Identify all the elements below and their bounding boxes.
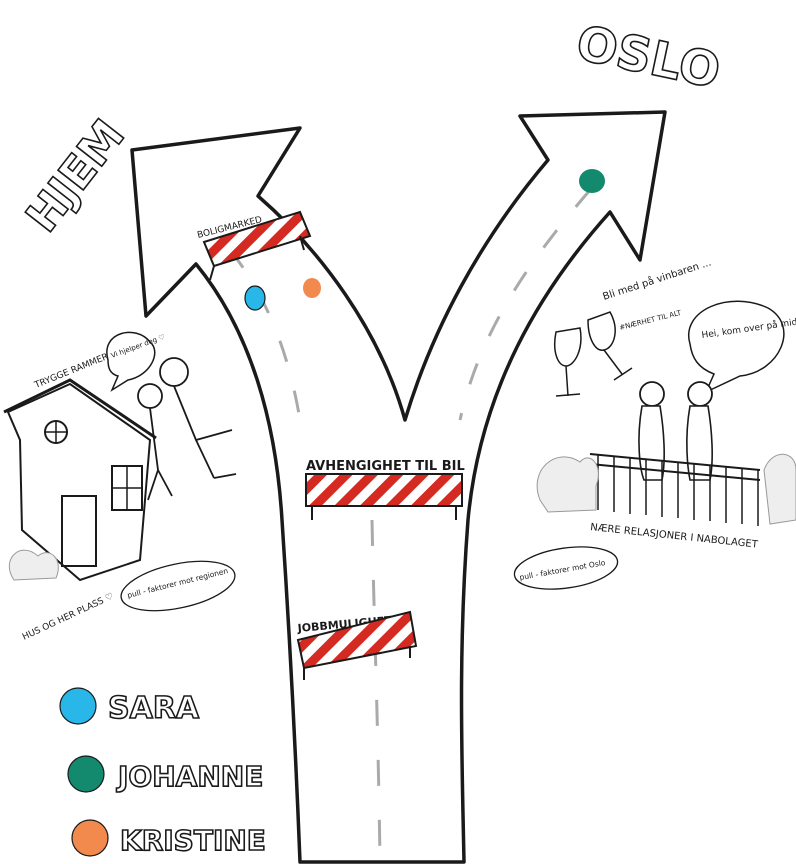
legend-label-johanne: JOHANNE (116, 760, 263, 793)
home-person-2-head (160, 358, 188, 386)
fence (590, 454, 760, 526)
legend: SARA JOHANNE KRISTINE (60, 688, 266, 857)
oslo-speech-bubble (689, 301, 784, 392)
legend-label-sara: SARA (108, 691, 200, 726)
kristine-marker (303, 278, 321, 298)
naere-relasjoner-label: NÆRE RELASJONER I NABOLAGET (590, 522, 759, 551)
home-scene: TRYGGE RAMMER ♡ Vi hjelper deg ♡ HUS OG … (4, 332, 239, 642)
sara-marker (245, 286, 265, 310)
oslo-person-2-head (688, 382, 712, 406)
wine-glass-1 (555, 328, 581, 396)
barrier-label-avhengighet: AVHENGIGHET TIL BIL (306, 459, 465, 474)
johanne-marker (579, 169, 605, 193)
home-person-1-head (138, 384, 162, 408)
johanne-legend-face (68, 756, 104, 792)
legend-item-sara: SARA (60, 688, 200, 726)
bar-invite-text: Bli med på vinbaren ... (601, 255, 713, 302)
oslo-person-1-head (640, 382, 664, 406)
kristine-legend-face (72, 820, 108, 856)
hashtag-text: #NÆRHET TIL ALT (619, 309, 683, 332)
destination-oslo: OSLO (572, 15, 726, 100)
oslo-scene: Bli med på vinbaren ... #NÆRHET TIL ALT … (512, 255, 796, 595)
destination-hjem: HJEM (16, 110, 134, 242)
sara-legend-face (60, 688, 96, 724)
legend-item-kristine: KRISTINE (72, 820, 266, 857)
hus-og-her-plass-label: HUS OG HER PLASS ♡ (21, 592, 115, 643)
legend-item-johanne: JOHANNE (68, 756, 263, 793)
legend-label-kristine: KRISTINE (120, 824, 266, 857)
